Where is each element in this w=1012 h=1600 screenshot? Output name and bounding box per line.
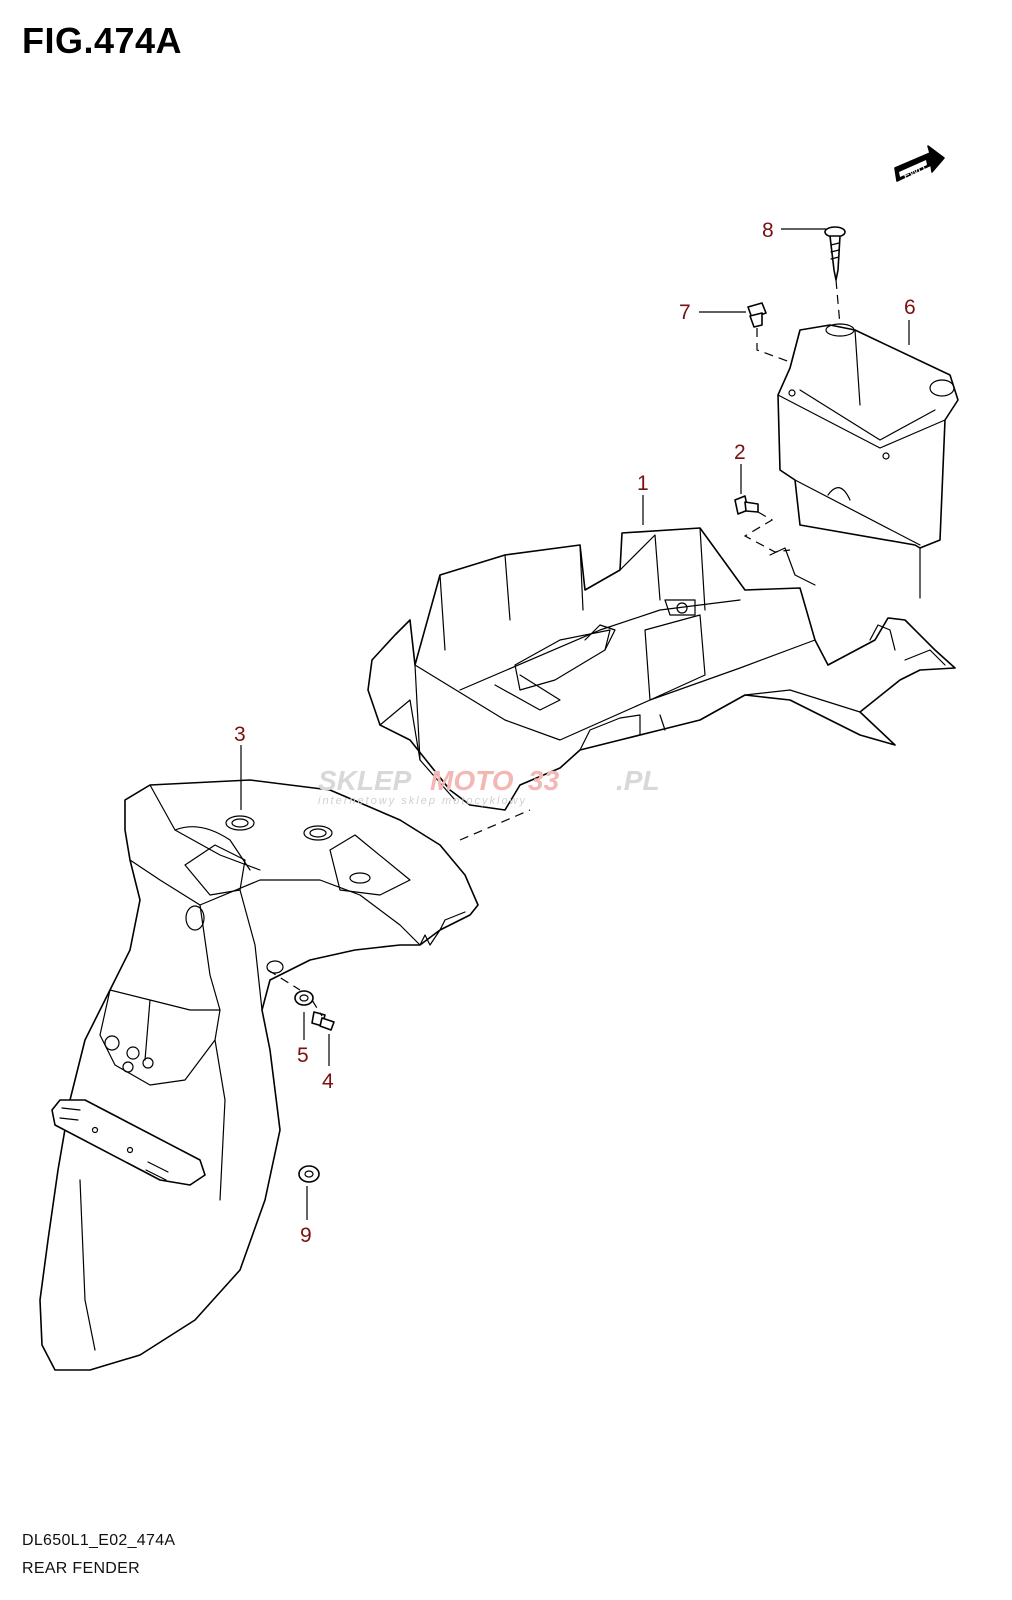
callout-5: 5 <box>297 1044 309 1067</box>
part-5-washer <box>294 990 314 1006</box>
callout-4: 4 <box>322 1070 334 1093</box>
part-3-rear-fender <box>39 779 479 1371</box>
callouts: 1 2 3 4 5 6 7 8 9 <box>234 219 916 1247</box>
figure-code: DL650L1_E02_474A <box>22 1532 176 1549</box>
part-9-washer <box>298 1165 320 1183</box>
watermark-brand-suffix: .PL <box>616 765 660 796</box>
watermark: SKLEP MOTO 33 .PL internetowy sklep moto… <box>318 765 660 807</box>
callout-6: 6 <box>904 296 916 319</box>
part-2-bolt <box>734 495 759 515</box>
part-4-bolt <box>311 1011 335 1031</box>
fwd-direction-arrow: FWD <box>894 145 945 182</box>
part-7-clip <box>747 302 767 328</box>
part-6-box <box>777 323 959 599</box>
figure-title: FIG.474A <box>22 20 183 61</box>
watermark-brand-red-2: 33 <box>528 765 560 796</box>
part-8-screw <box>824 226 846 281</box>
callout-2: 2 <box>734 441 746 464</box>
callout-7: 7 <box>679 301 691 324</box>
callout-1: 1 <box>637 472 649 495</box>
watermark-brand-grey: SKLEP <box>318 765 412 796</box>
callout-9: 9 <box>300 1224 312 1247</box>
callout-3: 3 <box>234 723 246 746</box>
callout-8: 8 <box>762 219 774 242</box>
watermark-tagline: internetowy sklep motocyklowy <box>318 795 527 807</box>
watermark-brand-red-1: MOTO <box>430 765 514 796</box>
figure-name: REAR FENDER <box>22 1560 140 1577</box>
leader-lines <box>240 228 910 1220</box>
part-1-tray <box>367 527 956 811</box>
